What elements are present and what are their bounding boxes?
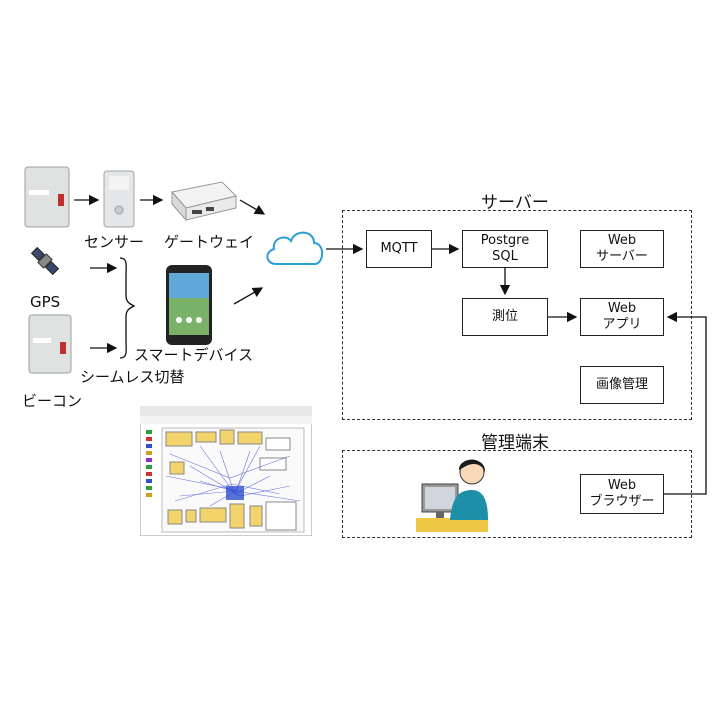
gps-label: GPS [30, 293, 61, 311]
gateway-label: ゲートウェイ [164, 233, 255, 251]
terminal-title: 管理端末 [481, 433, 549, 453]
web-browser-box: Web ブラウザー [580, 474, 664, 514]
web-app-box: Web アプリ [580, 298, 664, 336]
server-group [342, 210, 692, 420]
cloud-icon [266, 231, 324, 265]
positioning-box: 測位 [462, 298, 548, 336]
smart-device-label: スマートデバイス [134, 346, 254, 364]
image-management-label: 画像管理 [595, 377, 648, 392]
beacon-label: ビーコン [22, 392, 83, 410]
sensor-icon [103, 170, 135, 228]
web-app-line1: Web [607, 301, 637, 316]
web-server-line1: Web [607, 233, 637, 248]
sensor-device-1-icon [24, 166, 70, 228]
postgresql-box: Postgre SQL [462, 230, 548, 268]
seamless-brace [119, 257, 136, 359]
seamless-switch-label: シームレス切替 [80, 368, 185, 386]
postgre-label: Postgre [480, 233, 530, 248]
mqtt-label: MQTT [380, 241, 418, 256]
user-at-computer-icon [416, 459, 488, 532]
web-app-line2: アプリ [602, 317, 642, 332]
sensor-label: センサー [84, 233, 145, 251]
web-browser-line2: ブラウザー [589, 494, 655, 509]
smartphone-icon [166, 265, 212, 345]
web-browser-line1: Web [607, 478, 637, 493]
floor-map-screenshot [140, 406, 312, 536]
gateway-icon [171, 181, 237, 222]
arrow-gateway-to-cloud [239, 199, 266, 215]
web-server-line2: サーバー [596, 249, 648, 264]
web-server-box: Web サーバー [580, 230, 664, 268]
arrow-device-to-cloud [233, 287, 264, 305]
arrow-browser-to-webapp [664, 311, 707, 495]
satellite-icon [30, 246, 60, 276]
server-title: サーバー [481, 193, 549, 213]
mqtt-box: MQTT [366, 230, 432, 268]
positioning-label: 測位 [491, 309, 518, 324]
beacon-device-icon [28, 314, 72, 374]
sql-label: SQL [492, 249, 518, 264]
image-management-box: 画像管理 [580, 366, 664, 404]
